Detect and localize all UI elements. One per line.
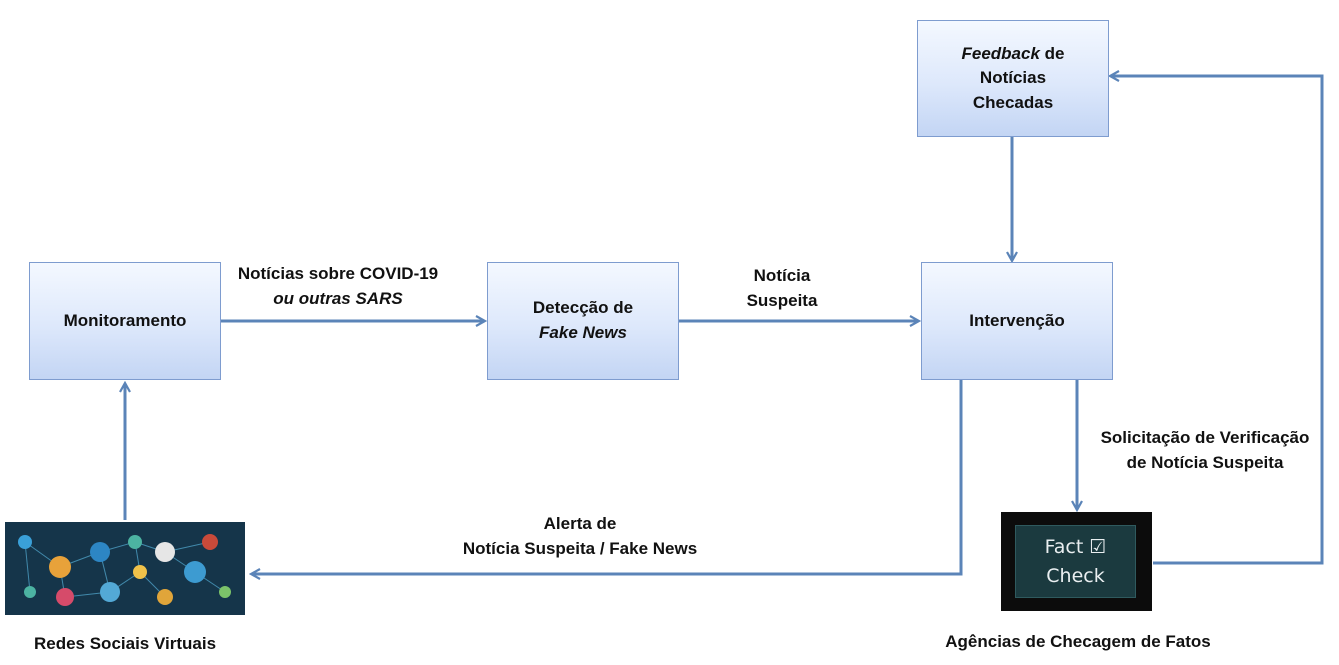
- node-intervencao-label: Intervenção: [969, 310, 1065, 330]
- redes-sociais-caption: Redes Sociais Virtuais: [33, 634, 217, 653]
- edge-label-det-to-int-1: Notícia: [753, 266, 811, 285]
- social-network-graphic: [18, 534, 231, 606]
- edge-label-mon-to-det-2: ou outras SARS: [273, 288, 403, 308]
- node-monitoramento-label: Monitoramento: [63, 310, 187, 330]
- edge-label-int-to-fact-1: Solicitação de Verificação: [1100, 428, 1310, 447]
- arrow-int-to-redes: [252, 379, 963, 574]
- edge-label-mon-to-det: Notícias sobre COVID-19 ou outras SARS: [222, 262, 454, 311]
- node-feedback-label-2: Notícias: [979, 68, 1047, 88]
- arrow-fact-to-feedback: [1111, 76, 1324, 565]
- agencias-caption: Agências de Checagem de Fatos: [945, 632, 1211, 651]
- checkbox-icon: ☑: [1089, 536, 1107, 558]
- edge-label-int-to-redes: Alerta de Notícia Suspeita / Fake News: [440, 512, 720, 561]
- edge-label-det-to-int-2: Suspeita: [746, 290, 818, 310]
- edge-label-int-to-fact: Solicitação de Verificação de Notícia Su…: [1084, 426, 1326, 475]
- node-deteccao-label-2: Fake News: [539, 323, 627, 342]
- edge-label-det-to-int: Notícia Suspeita: [722, 264, 842, 313]
- fact-check-board: Fact ☑ Check: [1015, 525, 1136, 598]
- social-network-illustration: [5, 522, 245, 615]
- node-monitoramento: Monitoramento: [29, 262, 221, 380]
- node-deteccao: Detecção de Fake News: [487, 262, 679, 380]
- fact-check-image: Fact ☑ Check: [1001, 512, 1152, 611]
- edge-label-mon-to-det-1: Notícias sobre COVID-19: [237, 264, 439, 283]
- node-feedback-label-rest: de: [1039, 43, 1065, 63]
- node-deteccao-label-1: Detecção de: [532, 298, 634, 318]
- edge-label-int-to-redes-1: Alerta de: [543, 514, 617, 533]
- node-feedback-label-3: Checadas: [972, 92, 1054, 112]
- edge-label-int-to-redes-2: Notícia Suspeita / Fake News: [462, 538, 698, 558]
- node-feedback-label-italic: Feedback: [961, 43, 1040, 63]
- edge-label-int-to-fact-2: de Notícia Suspeita: [1126, 452, 1284, 472]
- fact-check-text-1: Fact: [1044, 536, 1084, 558]
- node-feedback: Feedback de Notícias Checadas: [917, 20, 1109, 137]
- fact-check-text-2: Check: [1046, 564, 1105, 587]
- node-intervencao: Intervenção: [921, 262, 1113, 380]
